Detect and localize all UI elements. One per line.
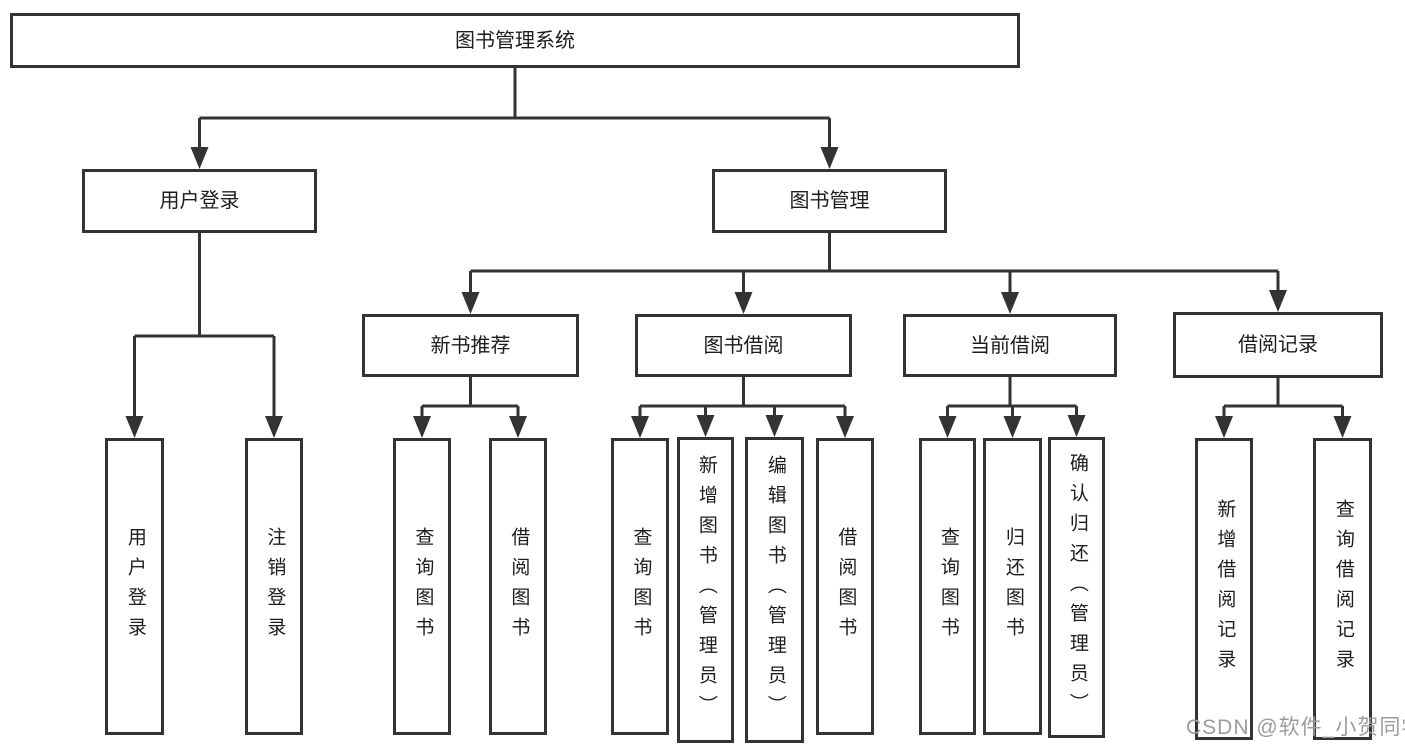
node-rec-borrow-books: 借阅图书 bbox=[489, 438, 547, 735]
node-label-root: 图书管理系统 bbox=[455, 29, 575, 52]
node-label-br-query-record: 查询借阅记录 bbox=[1332, 499, 1354, 679]
node-label-new-book-recommend: 新书推荐 bbox=[430, 334, 511, 357]
node-label-book-borrow: 图书借阅 bbox=[703, 334, 784, 357]
node-label-cb-return-books: 归还图书 bbox=[1002, 526, 1024, 647]
node-label-cb-query-books: 查询图书 bbox=[937, 526, 959, 647]
node-label-rec-query-books: 查询图书 bbox=[412, 526, 434, 647]
node-label-borrow-records: 借阅记录 bbox=[1238, 334, 1318, 356]
node-label-bb-add-books: 新增图书（管理员） bbox=[695, 455, 717, 725]
node-bb-add-books: 新增图书（管理员） bbox=[677, 437, 734, 743]
node-login: 用户登录 bbox=[105, 438, 164, 735]
node-label-bb-edit-books: 编辑图书（管理员） bbox=[764, 455, 786, 725]
node-rec-query-books: 查询图书 bbox=[393, 438, 451, 735]
node-cb-confirm-return: 确认归还（管理员） bbox=[1048, 437, 1105, 738]
node-br-add-record: 新增借阅记录 bbox=[1195, 438, 1253, 740]
node-label-rec-borrow-books: 借阅图书 bbox=[508, 526, 530, 647]
node-label-bb-borrow-books: 借阅图书 bbox=[835, 526, 857, 647]
node-label-br-add-record: 新增借阅记录 bbox=[1214, 499, 1236, 679]
node-bb-query-books: 查询图书 bbox=[611, 438, 669, 735]
node-label-book-management: 图书管理 bbox=[789, 190, 870, 212]
node-bb-edit-books: 编辑图书（管理员） bbox=[745, 437, 804, 743]
node-book-management: 图书管理 bbox=[712, 169, 947, 233]
node-label-cb-confirm-return: 确认归还（管理员） bbox=[1066, 452, 1088, 723]
node-label-user-login: 用户登录 bbox=[159, 190, 240, 212]
node-user-login: 用户登录 bbox=[82, 169, 317, 233]
node-borrow-records: 借阅记录 bbox=[1173, 312, 1383, 378]
node-root: 图书管理系统 bbox=[10, 13, 1020, 68]
node-br-query-record: 查询借阅记录 bbox=[1313, 438, 1372, 740]
node-label-bb-query-books: 查询图书 bbox=[630, 526, 652, 647]
node-cb-return-books: 归还图书 bbox=[983, 438, 1042, 735]
node-label-login: 用户登录 bbox=[124, 526, 146, 647]
watermark: CSDN @软件_小贺同学 bbox=[1186, 716, 1405, 739]
node-label-current-borrow: 当前借阅 bbox=[970, 334, 1050, 357]
node-book-borrow: 图书借阅 bbox=[635, 314, 852, 377]
node-new-book-recommend: 新书推荐 bbox=[362, 314, 579, 377]
node-label-logout: 注销登录 bbox=[264, 526, 286, 647]
node-logout: 注销登录 bbox=[245, 438, 303, 735]
node-cb-query-books: 查询图书 bbox=[919, 438, 976, 735]
node-bb-borrow-books: 借阅图书 bbox=[816, 438, 874, 735]
node-current-borrow: 当前借阅 bbox=[903, 314, 1117, 377]
